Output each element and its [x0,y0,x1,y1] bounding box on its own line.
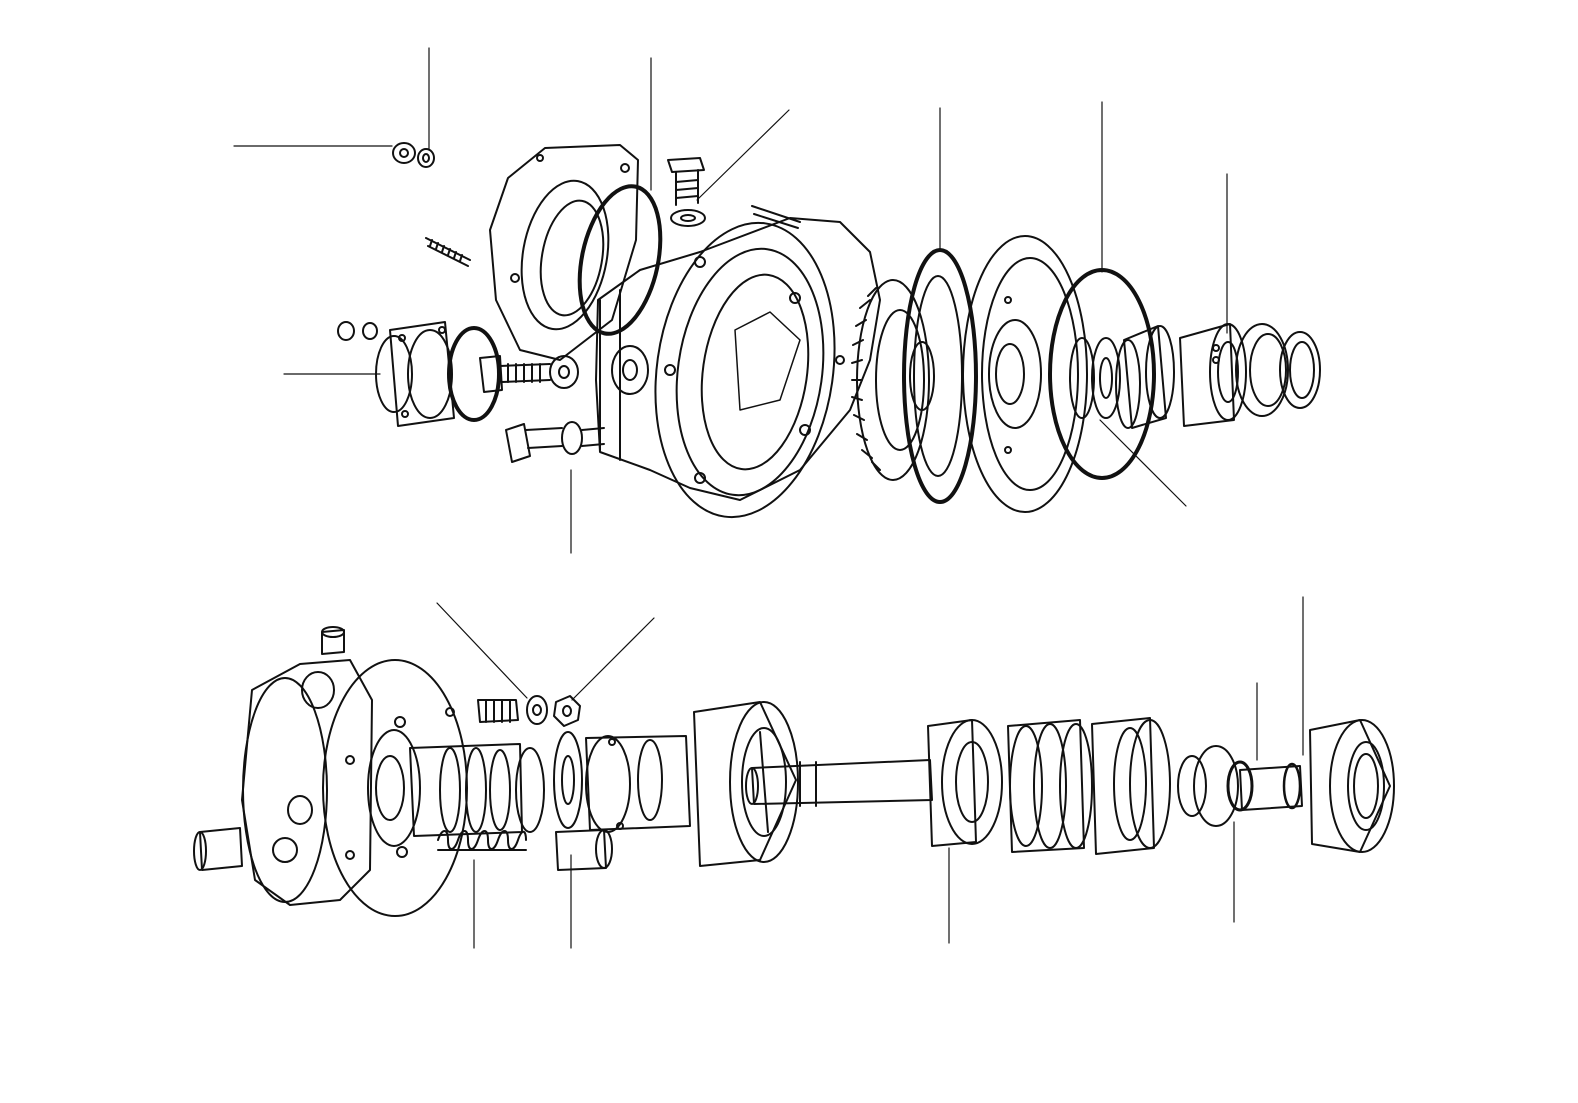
bearing-cup [1235,323,1289,417]
washer-hole [422,153,430,163]
lower-assembly [193,626,1395,917]
bolt [505,421,605,463]
o-ring [577,184,663,336]
seal-ring [1048,268,1156,480]
circlip [1226,760,1254,812]
washer [549,355,579,389]
bearing-cup [1279,331,1321,409]
shaft-end [1239,765,1303,811]
gear-sleeve [585,735,691,833]
banjo-bolt [667,157,705,206]
flange-plate [322,659,468,917]
leader-line [436,602,528,699]
bearing-races [1007,717,1171,855]
circlip [1069,337,1095,419]
stud [751,205,801,229]
ring [1177,755,1207,817]
spring [437,830,527,851]
upper-assembly [337,142,1321,519]
washer [417,148,435,168]
dowel-pin [555,829,613,871]
ring [1193,745,1239,827]
pump-boss [301,671,335,709]
leader-line [571,617,655,701]
cover-plate-bore [520,179,610,331]
ball-bearing [1179,323,1247,427]
leader-line [1099,419,1187,507]
nut-hole [399,148,409,158]
ring-gear [851,279,930,481]
bearing [927,719,1003,847]
splined-hub [1309,719,1395,853]
leader-lines [233,47,1304,949]
pump-body [193,626,373,906]
cover-plate [489,144,639,361]
bearing [1115,325,1175,429]
bearing-plate-hub [988,319,1042,429]
housing-boss [611,345,649,395]
pump-spigot [199,827,243,871]
shaft [745,759,933,807]
circlip-group [1069,337,1121,419]
washer [561,421,583,455]
sealing-washer [670,209,706,227]
housing [595,217,881,519]
bolt [479,355,551,393]
nut-washer-pair [392,142,435,168]
ring-washer [553,731,583,829]
o-ring [447,326,501,422]
sleeve [409,743,545,837]
spacer-ring [902,248,978,504]
stud [477,699,519,723]
circlip [1091,337,1121,419]
bearing-plate [962,235,1088,513]
flange-cover [337,321,455,427]
drum [693,701,799,867]
nut [553,695,581,727]
stud [425,237,471,267]
nut [392,142,416,164]
washer [526,695,548,725]
housing-flange [654,221,836,519]
leader-line [696,109,790,201]
circlip [1282,762,1302,810]
